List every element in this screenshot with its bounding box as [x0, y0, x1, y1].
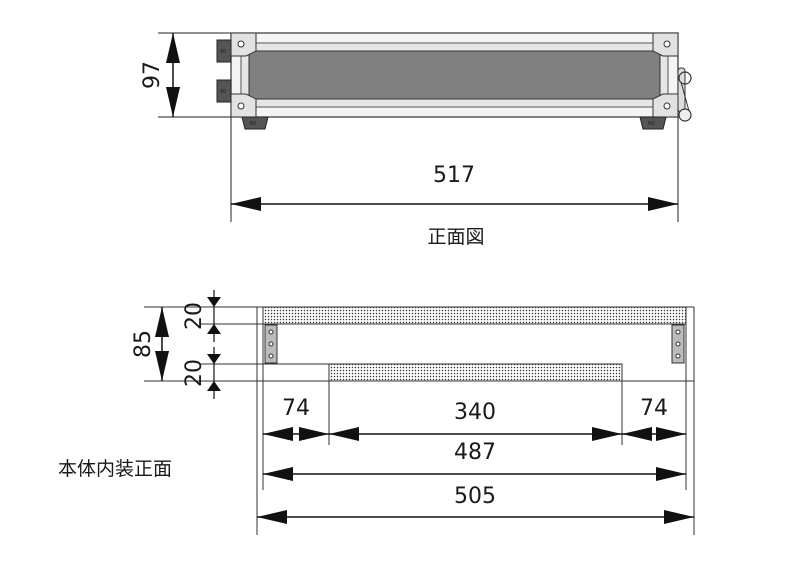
dim-segments: 74 340 74 [263, 396, 686, 441]
corner-bracket-tl [230, 32, 257, 57]
dim-height-label: 97 [140, 61, 165, 89]
dim-top-rail-label: 20 [182, 302, 207, 330]
inner-view-caption: 本体内装正面 [58, 458, 172, 480]
corner-bracket-bl [230, 93, 257, 118]
dim-right-margin-label: 74 [640, 396, 668, 421]
dim-outer-width-label: 505 [454, 484, 496, 509]
front-view-caption: 正面図 [427, 226, 484, 248]
corner-bracket-tr [652, 32, 679, 57]
dim-center-label: 340 [454, 400, 496, 425]
handle-label-lower: 60 [220, 89, 226, 95]
mount-bracket-right [671, 324, 685, 364]
foot-left: 60 [241, 116, 269, 130]
dim-bottom-rail-20: 20 [182, 347, 221, 399]
front-panel [248, 50, 661, 100]
bottom-block [328, 363, 623, 382]
top-rail [262, 306, 687, 325]
dim-total-height-label: 85 [131, 330, 156, 358]
dim-width-517: 517 [230, 117, 679, 222]
dim-left-margin-label: 74 [282, 396, 310, 421]
dim-width-label: 517 [433, 163, 475, 188]
dim-height-85: 85 [131, 307, 169, 381]
dim-top-rail-20: 20 [182, 290, 221, 342]
dim-height-97: 97 [140, 32, 231, 118]
latch-icon [677, 67, 692, 122]
dim-inner-width-487: 487 [263, 440, 686, 481]
foot-label-left: 60 [250, 121, 256, 127]
handle-label-upper: 60 [220, 49, 226, 55]
dim-outer-width-505: 505 [257, 484, 694, 524]
side-handle-lower: 60 [216, 79, 232, 103]
side-handle-upper: 60 [216, 39, 232, 63]
front-view: 60 60 60 60 97 [140, 32, 692, 248]
corner-bracket-br [652, 93, 679, 118]
foot-label-right: 60 [648, 121, 654, 127]
dim-inner-width-label: 487 [454, 440, 496, 465]
foot-right: 60 [639, 116, 667, 130]
inner-view: 85 20 20 74 340 74 [58, 290, 695, 535]
mount-bracket-left [264, 324, 278, 364]
dim-bottom-rail-label: 20 [182, 359, 207, 387]
